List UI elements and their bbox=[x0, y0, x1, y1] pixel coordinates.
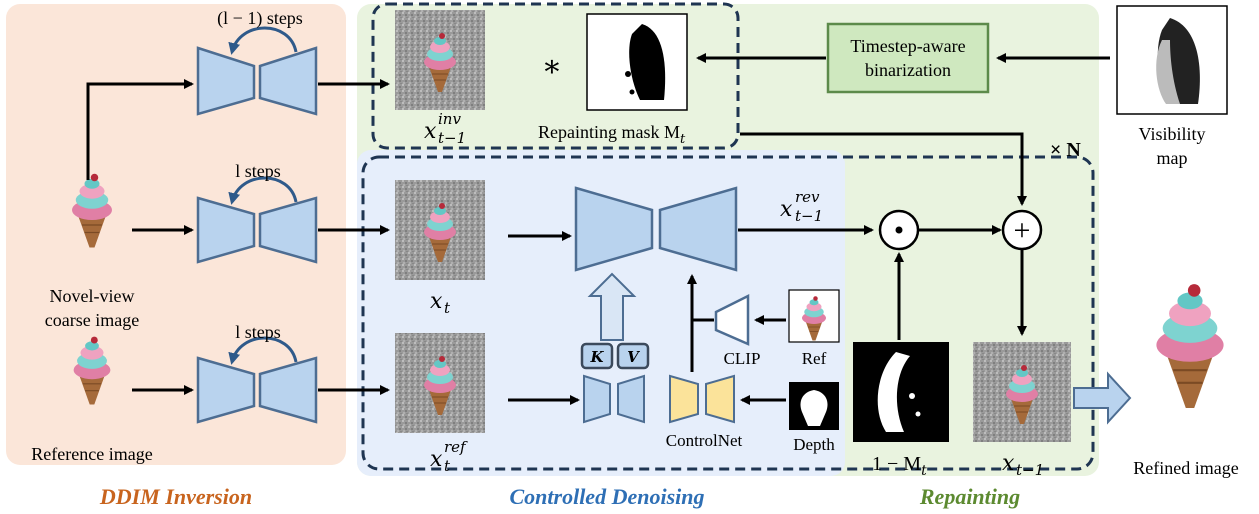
one-minus-mt-label: 1 − Mt bbox=[872, 453, 927, 479]
odot-dot bbox=[895, 226, 903, 234]
x-t-latent-image bbox=[395, 180, 485, 280]
output-big-arrow bbox=[1073, 371, 1132, 425]
x-ref-sup: ref bbox=[444, 438, 468, 456]
refined-image bbox=[1155, 283, 1225, 410]
x-inv-sub: t−1 bbox=[438, 129, 466, 147]
controlnet-block bbox=[669, 374, 735, 424]
ddim-unet-middle bbox=[196, 196, 318, 264]
steps-l-minus-1-label: (l − 1) steps bbox=[217, 8, 303, 29]
repainting-mask-image bbox=[586, 13, 688, 111]
ref-label: Ref bbox=[802, 349, 827, 368]
x-ref-sub: t bbox=[444, 457, 451, 475]
v-label: V bbox=[627, 348, 640, 366]
controlled-denoising-title: Controlled Denoising bbox=[510, 484, 705, 509]
x-tm1-label: x bbox=[1002, 451, 1015, 476]
arrow-novel-up bbox=[86, 79, 194, 180]
clip-label: CLIP bbox=[724, 349, 761, 368]
binarization-box bbox=[826, 22, 990, 94]
steps-l-bottom-label: l steps bbox=[235, 322, 281, 342]
denoise-repaint-dashed-box bbox=[361, 155, 1095, 471]
k-box bbox=[580, 342, 614, 370]
times-n-label: × N bbox=[1050, 139, 1081, 161]
binarization-label-2: binarization bbox=[865, 60, 951, 80]
x-inv-sup: inv bbox=[438, 110, 461, 128]
loop-arrow-bottom bbox=[228, 336, 298, 365]
x-rev-sub: t−1 bbox=[795, 207, 823, 225]
k-label: K bbox=[589, 348, 604, 366]
x-t-sub: t bbox=[444, 299, 451, 317]
visibility-map-image bbox=[1116, 5, 1228, 115]
x-t-label: x bbox=[430, 289, 443, 314]
visibility-label-1: Visibility bbox=[1139, 124, 1206, 144]
controlnet-label: ControlNet bbox=[666, 431, 743, 450]
arrow-mask-to-plus bbox=[740, 132, 1027, 206]
loop-arrow-middle bbox=[228, 176, 298, 205]
depth-label: Depth bbox=[793, 435, 835, 454]
ddim-unet-bottom bbox=[196, 356, 318, 424]
reference-unet bbox=[583, 374, 645, 424]
x-rev-label: x bbox=[780, 197, 793, 222]
x-rev-sup: rev bbox=[795, 188, 820, 206]
depth-image bbox=[789, 382, 839, 430]
x-ref-label: x bbox=[430, 447, 443, 472]
inverse-mask-image bbox=[853, 342, 949, 442]
binarization-label-1: Timestep-aware bbox=[850, 36, 965, 56]
loop-arrow-top bbox=[228, 26, 298, 55]
x-ref-latent-image bbox=[395, 333, 485, 433]
x-tm1-sub: t−1 bbox=[1016, 461, 1044, 479]
x-t-minus-1-image bbox=[973, 342, 1071, 442]
ddim-inversion-title: DDIM Inversion bbox=[99, 484, 252, 509]
novel-view-label-1: Novel-view bbox=[50, 286, 135, 306]
steps-l-top-label: l steps bbox=[235, 161, 281, 181]
clip-encoder bbox=[714, 293, 750, 346]
oplus-symbol: + bbox=[1014, 214, 1031, 247]
multiply-star: ∗ bbox=[542, 50, 562, 83]
reference-image-label: Reference image bbox=[31, 444, 152, 464]
repainting-mask-label: Repainting mask Mt bbox=[538, 122, 686, 147]
repainting-title: Repainting bbox=[919, 484, 1020, 509]
kv-up-arrow bbox=[587, 272, 637, 341]
denoising-unet bbox=[574, 186, 738, 272]
novel-view-label-2: coarse image bbox=[45, 310, 139, 330]
ddim-unet-top bbox=[196, 46, 318, 116]
x-inv-latent-image bbox=[395, 10, 485, 110]
refined-image-label: Refined image bbox=[1133, 458, 1238, 478]
x-inv-label: x bbox=[424, 119, 437, 144]
oplus-operator bbox=[1001, 209, 1043, 251]
inversion-mask-dashed-box bbox=[371, 2, 740, 150]
v-box bbox=[616, 342, 650, 370]
ref-small-image bbox=[788, 289, 840, 343]
visibility-label-2: map bbox=[1157, 148, 1188, 168]
